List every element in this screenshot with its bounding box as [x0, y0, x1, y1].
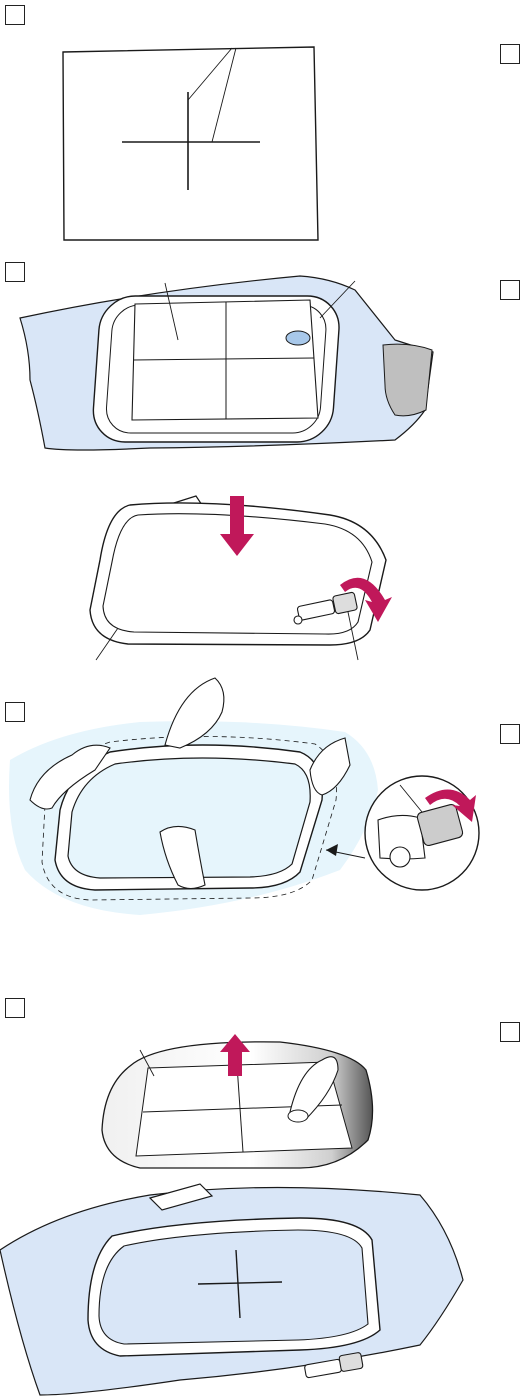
panel-4-remove-template: [0, 1034, 463, 1395]
panel-3-tighten: [9, 678, 479, 915]
hoop-fabric-area: [99, 1230, 368, 1344]
fabric-corner-fold: [383, 344, 432, 416]
template-lifted-hole: [288, 1110, 308, 1122]
template-hole: [286, 331, 310, 345]
panel-1-fabric-marking: [63, 47, 318, 240]
fabric-sheet: [63, 47, 318, 240]
panel-2-hoop-fabric: [20, 276, 433, 660]
